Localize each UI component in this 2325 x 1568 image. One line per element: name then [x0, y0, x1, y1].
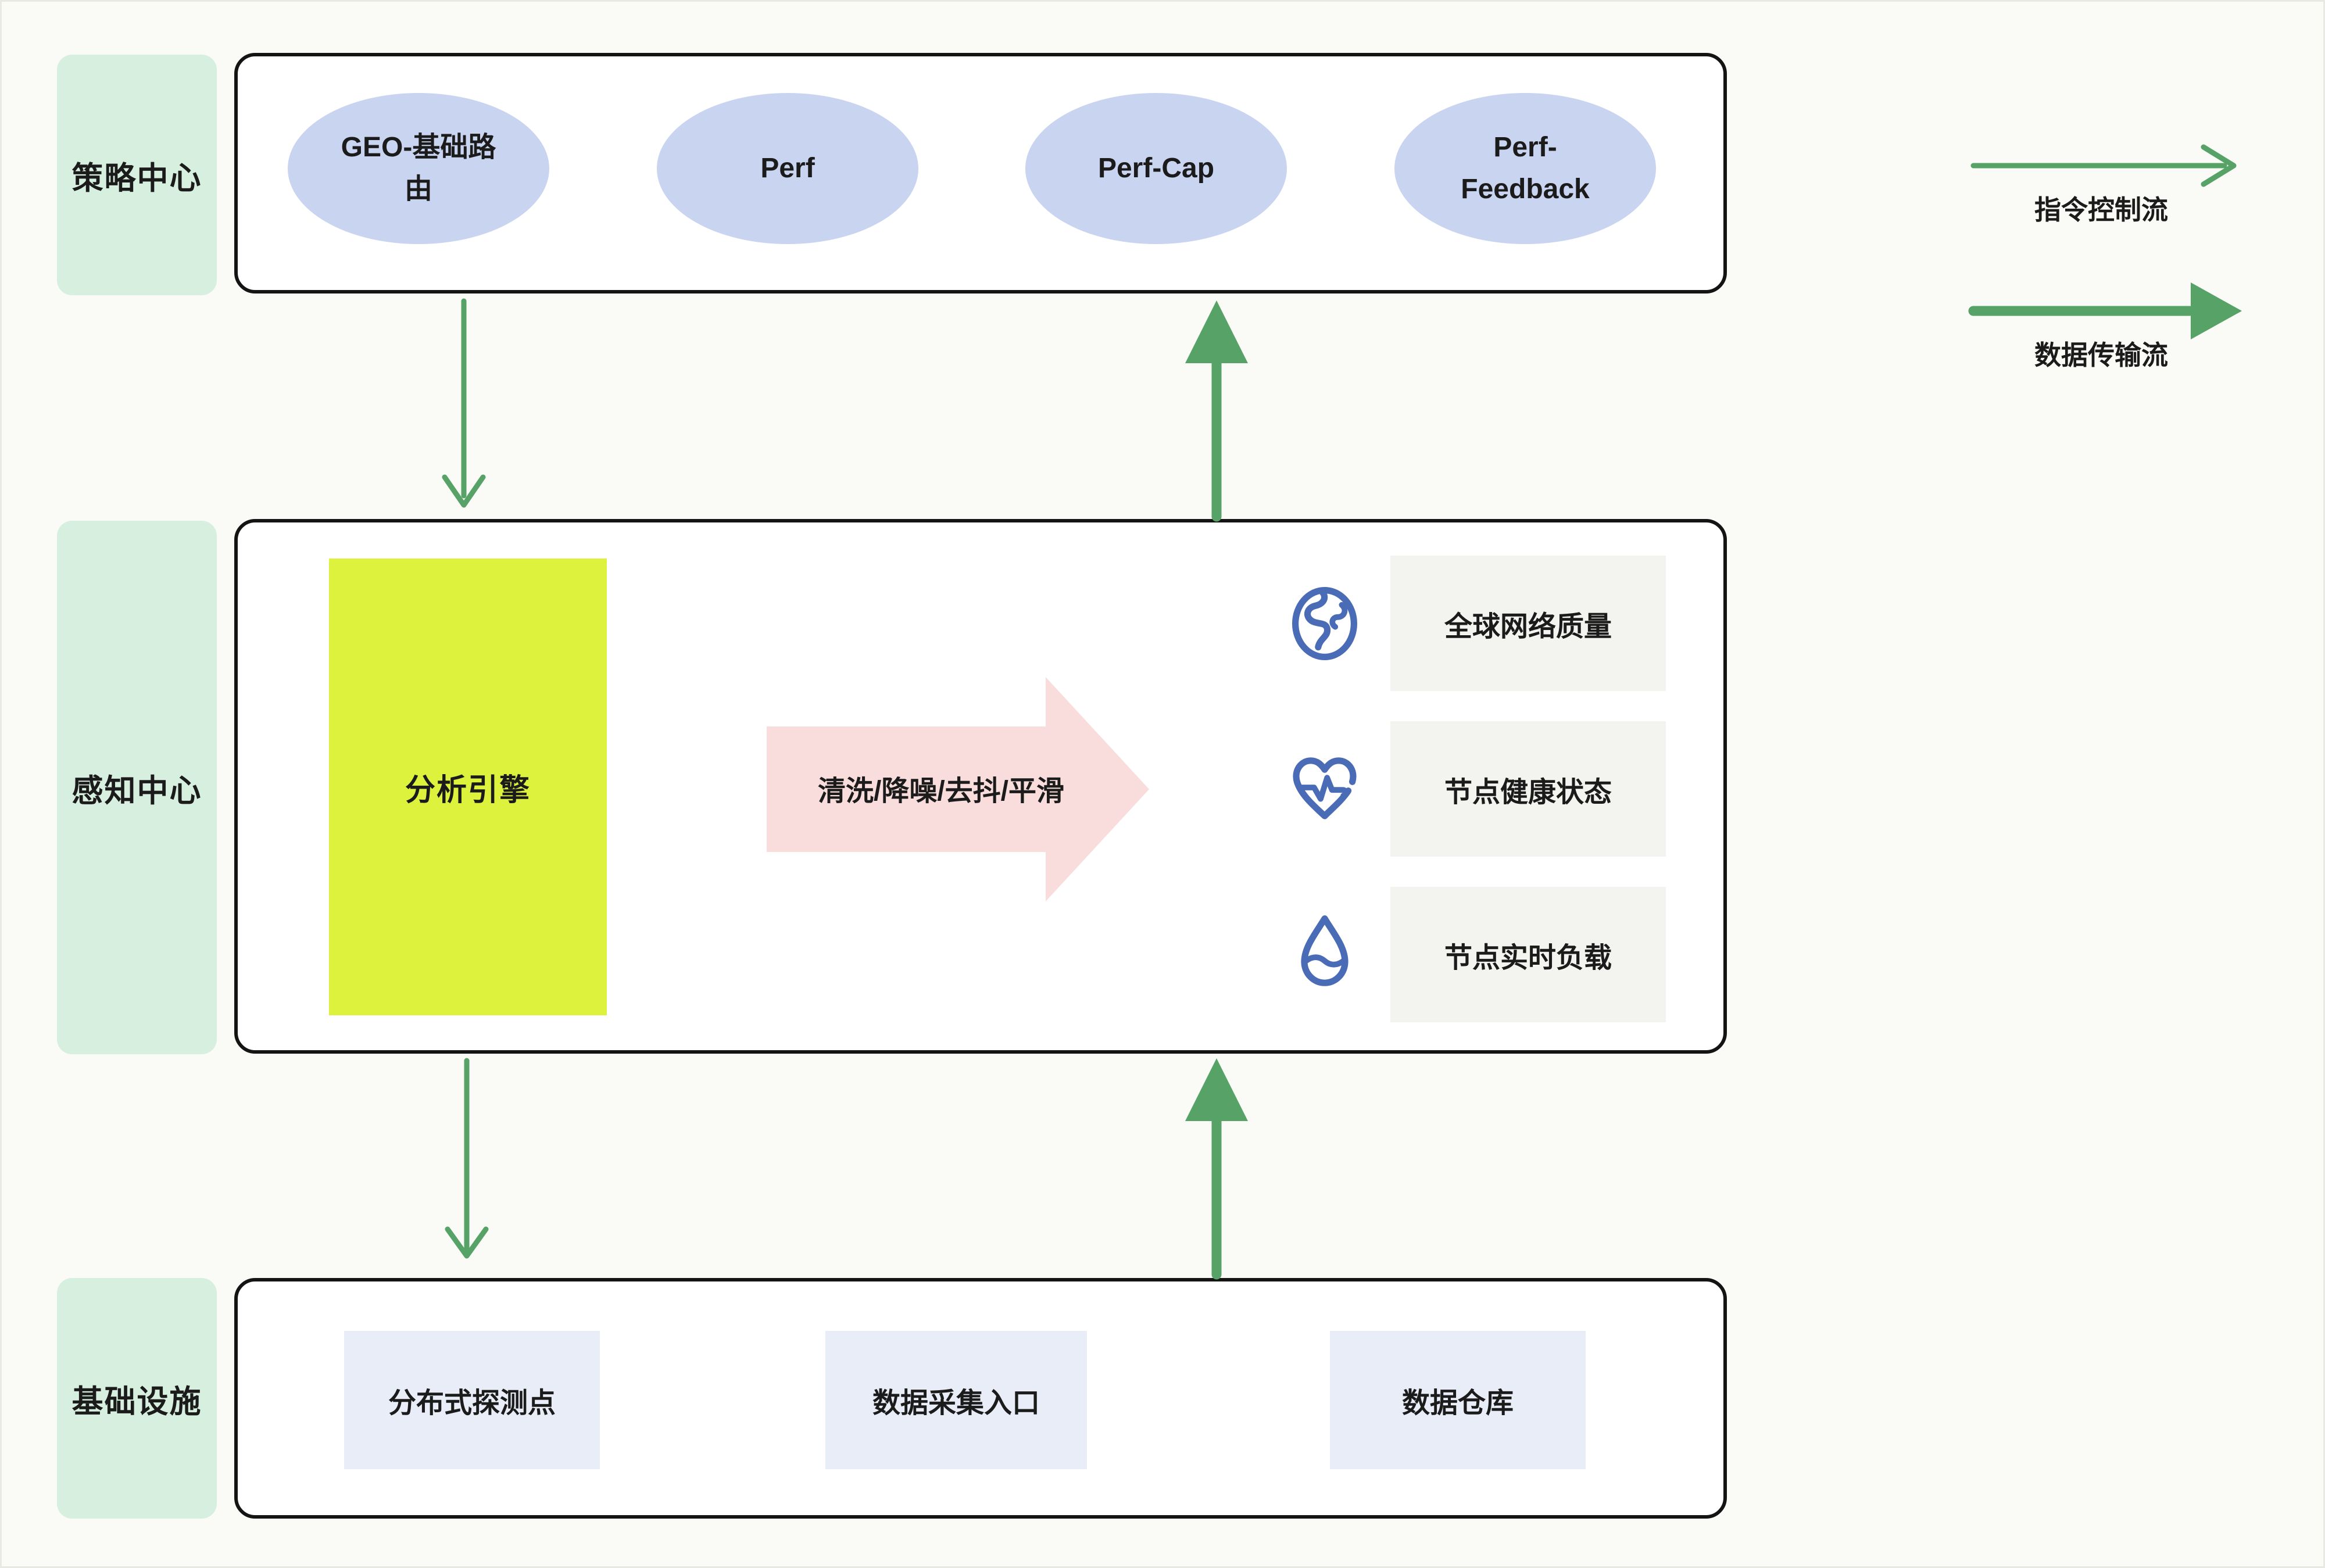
legend-data-flow-arrow: [1968, 282, 2242, 339]
infra-box-distributed-probes: 分布式探测点: [344, 1331, 600, 1469]
analysis-engine-label: 分析引擎: [405, 773, 531, 807]
node-ellipse-geo-base-routing: GEO-基础路由: [288, 93, 549, 244]
infra-label: 分布式探测点: [388, 1388, 556, 1419]
water-drop-icon: [1284, 908, 1365, 996]
heart-pulse-icon: [1284, 744, 1365, 831]
node-ellipse-perf-cap: Perf-Cap: [1025, 93, 1287, 244]
process-arrow-label: 清洗/降噪/去抖/平滑: [817, 775, 1064, 807]
metric-label: 全球网络质量: [1444, 611, 1612, 642]
process-arrow-shape: [767, 677, 1149, 901]
metric-label: 节点健康状态: [1444, 776, 1612, 808]
legend-control-flow-arrow: [1970, 144, 2237, 187]
node-ellipse-perf: Perf: [657, 93, 918, 244]
infra-box-data-warehouse: 数据仓库: [1330, 1331, 1586, 1469]
control-flow-arrow-perception-to-infrastructure: [445, 1058, 489, 1259]
infra-box-data-collection-entry: 数据采集入口: [825, 1331, 1087, 1469]
data-flow-arrow-infrastructure-to-perception: [1185, 1058, 1248, 1280]
infra-label: 数据采集入口: [872, 1388, 1040, 1419]
metric-box-node-health-status: 节点健康状态: [1390, 721, 1666, 857]
metric-box-global-network-quality: 全球网络质量: [1390, 556, 1666, 691]
metric-box-node-realtime-load: 节点实时负载: [1390, 887, 1666, 1022]
strategy-layer-box: GEO-基础路由 Perf Perf-Cap Perf-Feedback: [234, 53, 1727, 293]
node-label: Perf: [760, 153, 815, 184]
layer-label-infrastructure: 基础设施: [57, 1278, 217, 1519]
node-label: Perf-Cap: [1097, 153, 1215, 184]
perception-layer-box: 分析引擎 清洗/降噪/去抖/平滑 全球网络质量 节点健康状态: [234, 519, 1727, 1054]
node-ellipse-perf-feedback: Perf-Feedback: [1394, 93, 1656, 244]
legend-control-flow-label: 指令控制流: [2034, 195, 2168, 225]
data-flow-arrow-perception-to-strategy: [1185, 300, 1248, 522]
control-flow-arrow-strategy-to-perception: [442, 298, 486, 508]
layer-label-strategy-center: 策略中心: [57, 55, 217, 295]
analysis-engine-box: 分析引擎: [329, 559, 607, 1015]
infra-label: 数据仓库: [1401, 1388, 1514, 1419]
metric-label: 节点实时负载: [1444, 942, 1612, 973]
infrastructure-layer-box: 分布式探测点 数据采集入口 数据仓库: [234, 1278, 1727, 1519]
layer-label-perception-center: 感知中心: [57, 521, 217, 1054]
legend-data-flow-label: 数据传输流: [2034, 340, 2168, 370]
globe-icon: [1284, 580, 1365, 667]
node-label: Perf-Feedback: [1461, 132, 1590, 205]
node-label: GEO-基础路由: [341, 132, 496, 205]
